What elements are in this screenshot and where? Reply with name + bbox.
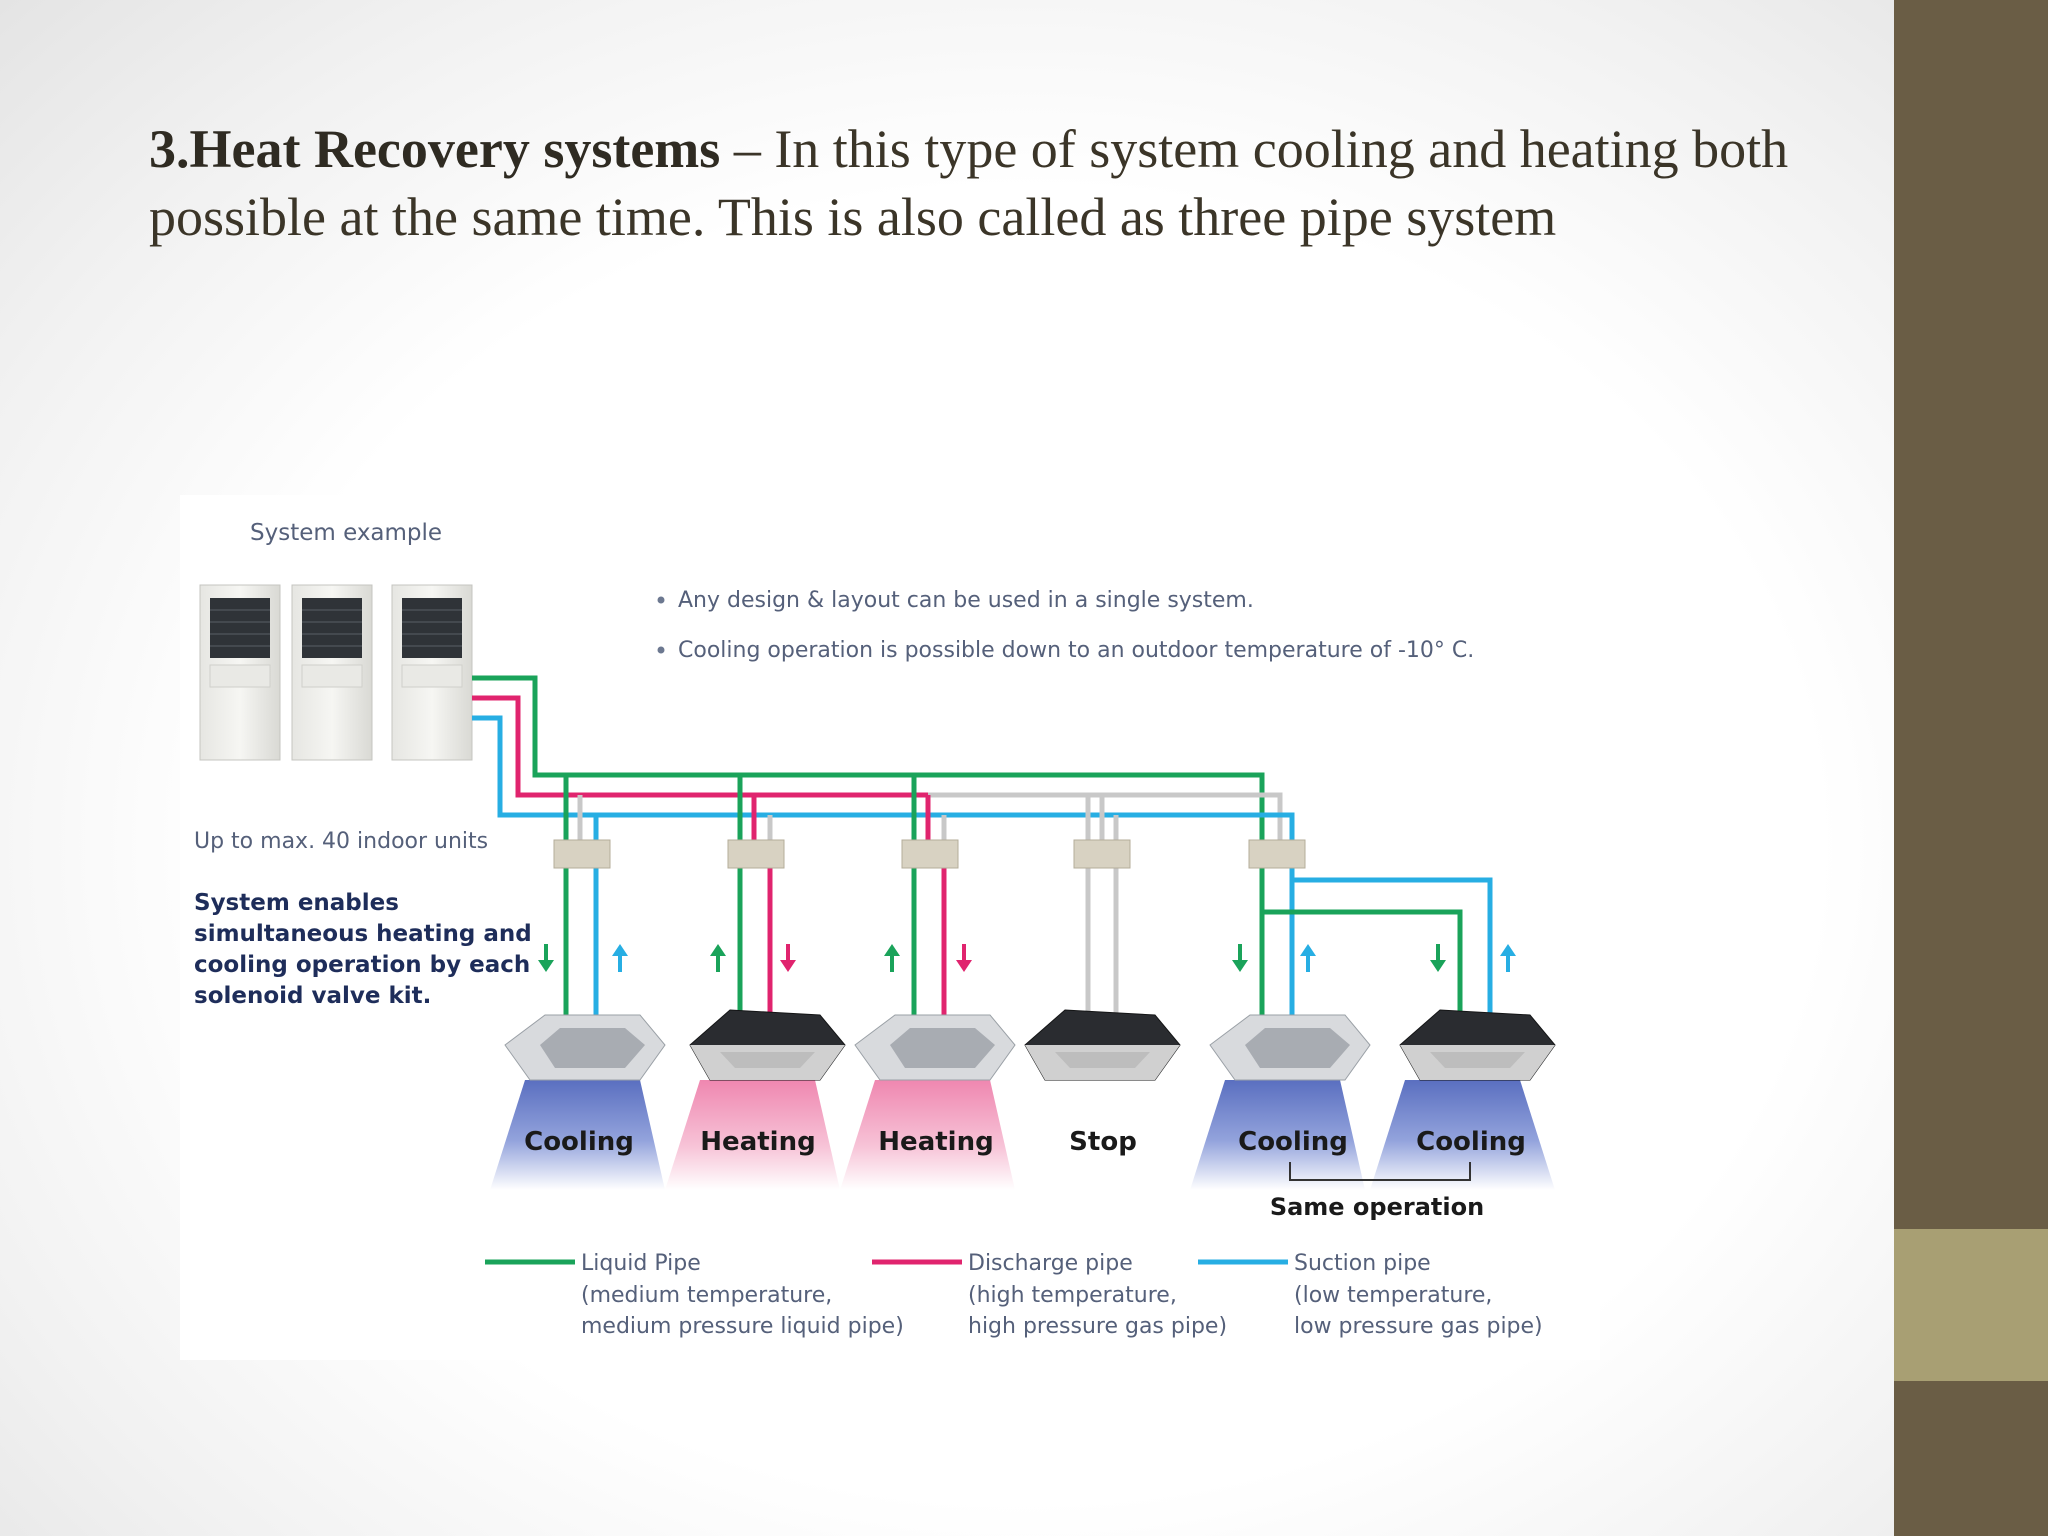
arrow-down-icon <box>538 944 554 972</box>
outdoor-unit <box>291 584 373 761</box>
flow-arrows <box>538 944 1516 972</box>
valve-kit <box>553 839 611 869</box>
same-operation-bracket <box>1289 1162 1471 1181</box>
cooling-air-cone <box>1370 1080 1555 1190</box>
suction-pipe-main <box>472 715 1295 850</box>
air-cones <box>490 1080 1555 1190</box>
valve-kit <box>1073 839 1131 869</box>
arrow-down-icon <box>1232 944 1248 972</box>
bullet-dot <box>657 646 665 654</box>
legend-label: Suction pipe <box>1294 1251 1431 1276</box>
unit-mode-label: Heating <box>700 1127 815 1157</box>
max-units-note: Up to max. 40 indoor units <box>194 829 488 854</box>
indoor-unit-cassette <box>504 1014 666 1081</box>
outdoor-unit <box>391 584 473 761</box>
indoor-unit-cassette <box>1399 1009 1556 1081</box>
unit-mode-label: Cooling <box>1238 1127 1348 1157</box>
indoor-unit-cassette <box>1024 1009 1181 1081</box>
unit-mode-label: Stop <box>1069 1127 1137 1157</box>
indoor-unit-cassette <box>854 1014 1016 1081</box>
idle-gas-pipe <box>928 792 1283 850</box>
enable-note-line: cooling operation by each <box>194 952 530 978</box>
heading-bold: 3.Heat Recovery systems <box>149 119 721 179</box>
legend-label: (low temperature, <box>1294 1283 1492 1308</box>
heating-air-cone <box>840 1080 1015 1190</box>
legend-label: low pressure gas pipe) <box>1294 1314 1543 1339</box>
arrow-down-icon <box>1430 944 1446 972</box>
valve-kit <box>1248 839 1306 869</box>
discharge-pipe-main <box>472 695 928 798</box>
liquid-pipe-main <box>472 675 1265 860</box>
arrow-up-icon <box>1300 944 1316 972</box>
slide-heading: 3.Heat Recovery systems – In this type o… <box>149 115 1869 251</box>
diagram-title: System example <box>250 520 442 546</box>
pipe-network <box>472 675 1493 1030</box>
legend: Liquid Pipe (medium temperature, medium … <box>485 1251 1543 1339</box>
legend-label: high pressure gas pipe) <box>968 1314 1227 1339</box>
arrow-up-icon <box>1500 944 1516 972</box>
enable-note-line: simultaneous heating and <box>194 921 532 947</box>
cooling-air-cone <box>490 1080 665 1190</box>
heading-text: – In this type of system cooling and hea… <box>149 119 1789 247</box>
legend-label: Discharge pipe <box>968 1251 1133 1276</box>
valve-kit <box>727 839 785 869</box>
enable-note-line: solenoid valve kit. <box>194 983 431 1009</box>
arrow-up-icon <box>710 944 726 972</box>
same-operation-label: Same operation <box>1270 1193 1484 1221</box>
unit-mode-label: Cooling <box>524 1127 634 1157</box>
heating-air-cone <box>665 1080 840 1190</box>
arrow-up-icon <box>884 944 900 972</box>
arrow-down-icon <box>780 944 796 972</box>
legend-label: medium pressure liquid pipe) <box>581 1314 904 1339</box>
sidebar-accent-block <box>1894 1229 2048 1381</box>
indoor-units <box>504 1009 1556 1081</box>
indoor-unit-cassette <box>1209 1014 1371 1081</box>
unit-mode-label: Cooling <box>1416 1127 1526 1157</box>
legend-label: Liquid Pipe <box>581 1251 701 1276</box>
legend-label: (medium temperature, <box>581 1283 832 1308</box>
solenoid-valve-kits <box>553 839 1306 869</box>
outdoor-unit <box>199 584 281 761</box>
bullet-1: Any design & layout can be used in a sin… <box>678 588 1254 613</box>
cooling-air-cone <box>1190 1080 1365 1190</box>
enable-note-line: System enables <box>194 890 399 916</box>
indoor-unit-cassette <box>689 1009 846 1081</box>
valve-kit <box>901 839 959 869</box>
legend-label: (high temperature, <box>968 1283 1177 1308</box>
bullet-dot <box>657 596 665 604</box>
unit-mode-label: Heating <box>878 1127 993 1157</box>
arrow-up-icon <box>612 944 628 972</box>
arrow-down-icon <box>956 944 972 972</box>
bullet-2: Cooling operation is possible down to an… <box>678 638 1474 663</box>
outdoor-units <box>199 584 473 761</box>
